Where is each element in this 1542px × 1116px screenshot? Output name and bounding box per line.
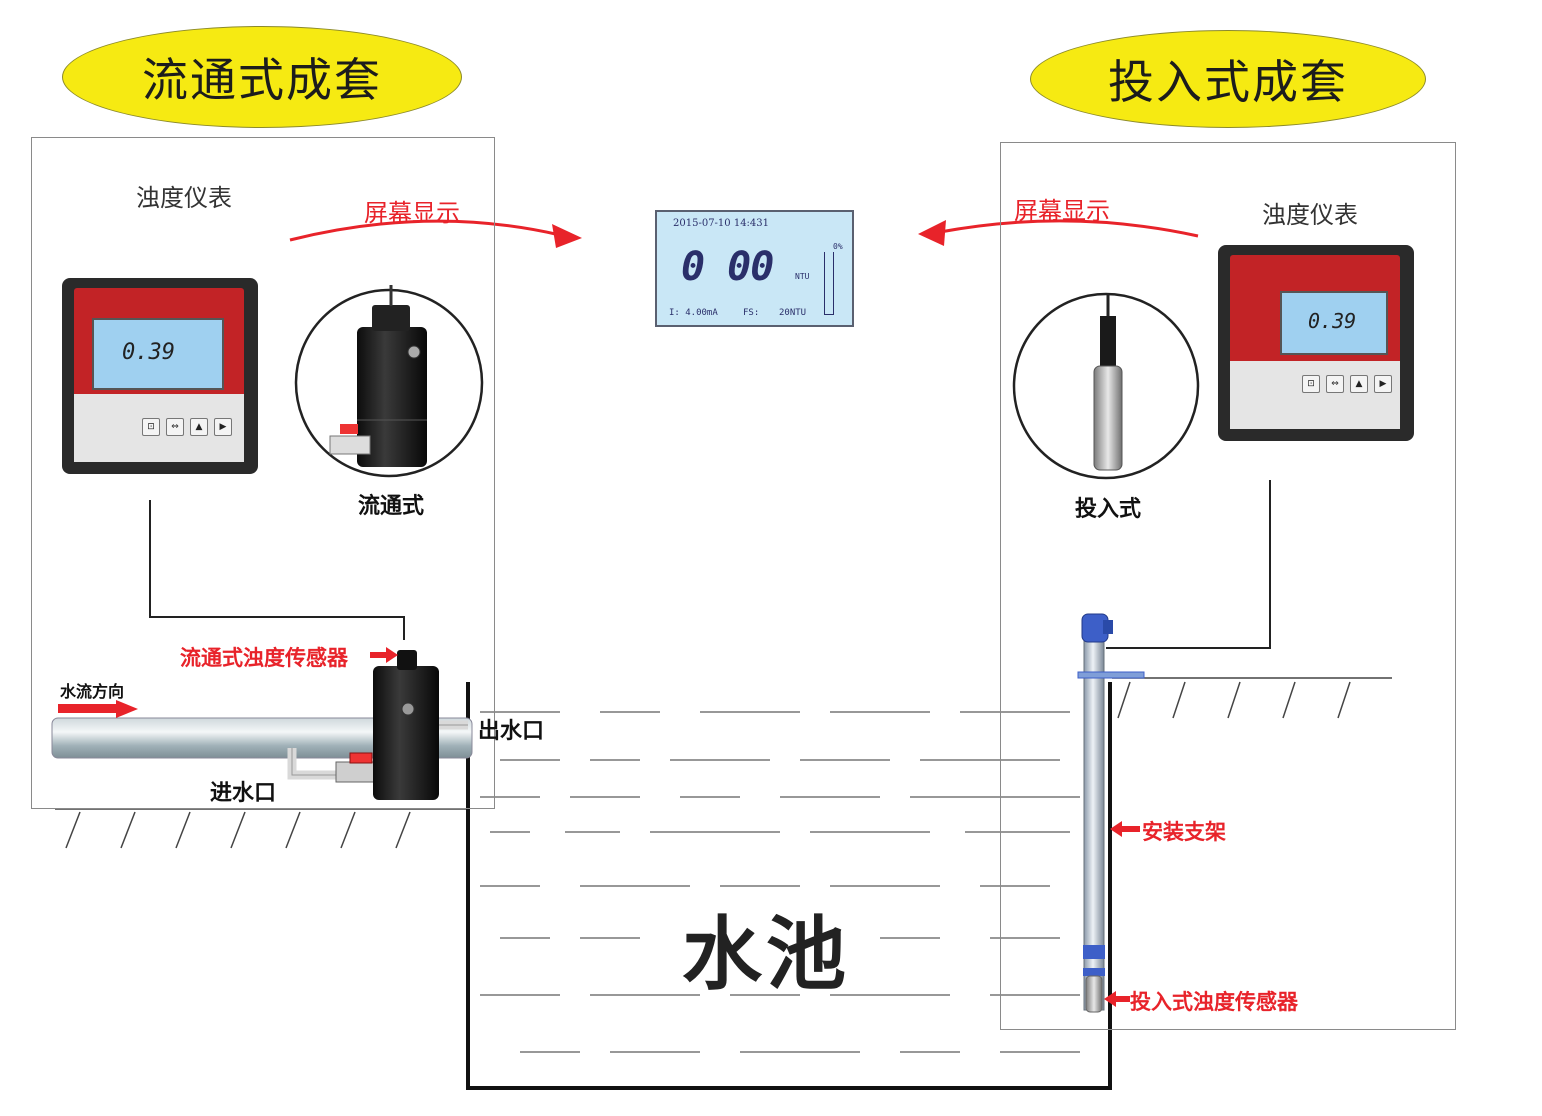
lcd-datetime: 2015-07-10 14:431	[673, 218, 770, 229]
meter-key-3[interactable]: ▲	[190, 418, 208, 436]
lcd-current: I: 4.00mA	[669, 308, 718, 318]
immersion-set-title: 投入式成套	[1030, 30, 1426, 128]
meter-key-2[interactable]: ⇔	[1326, 375, 1344, 393]
right-instrument-label: 浊度仪表	[1262, 201, 1358, 229]
cable-left	[149, 500, 405, 640]
meter-key-2[interactable]: ⇔	[166, 418, 184, 436]
meter-key-1[interactable]: ⊡	[142, 418, 160, 436]
ground-left	[55, 808, 466, 849]
meter-screen: 0.39	[1280, 291, 1388, 355]
water-dashes	[480, 711, 1080, 1053]
flow-set-panel	[31, 137, 495, 809]
ground-right	[1112, 677, 1392, 719]
inlet-label: 进水口	[210, 781, 277, 806]
immersion-sensor-callout: 投入式浊度传感器	[1130, 990, 1298, 1014]
lcd-unit: NTU	[795, 272, 810, 281]
left-screen-label: 屏幕显示	[364, 199, 460, 227]
arrow-left-to-lcd	[289, 219, 561, 242]
meter-screen: 0.39	[92, 318, 224, 390]
meter-key-4[interactable]: ▶	[214, 418, 232, 436]
arrow-right-to-lcd	[939, 219, 1199, 238]
lcd-percent: 0%	[833, 242, 843, 251]
flow-sensor-callout: 流通式浊度传感器	[180, 646, 348, 670]
meter-key-4[interactable]: ▶	[1374, 375, 1392, 393]
main-pipe	[51, 717, 473, 759]
right-turbidity-meter: 0.39 ⊡ ⇔ ▲ ▶	[1218, 245, 1414, 441]
meter-key-1[interactable]: ⊡	[1302, 375, 1320, 393]
left-turbidity-meter: 0.39 ⊡ ⇔ ▲ ▶	[62, 278, 258, 474]
meter-key-3[interactable]: ▲	[1350, 375, 1368, 393]
lcd-range: 20NTU	[779, 308, 807, 318]
flow-type-label: 流通式	[358, 494, 425, 519]
right-screen-label: 屏幕显示	[1014, 197, 1110, 225]
cable-right	[1106, 480, 1271, 649]
left-instrument-label: 浊度仪表	[136, 184, 232, 212]
flow-sensor-body	[373, 666, 439, 800]
outlet-label: 出水口	[478, 719, 545, 744]
immersion-set-panel	[1000, 142, 1456, 1030]
meter-reading: 0.39	[122, 340, 175, 365]
pool-label: 水池	[682, 908, 850, 1001]
lcd-fs-label: FS:	[743, 308, 760, 318]
bracket-callout: 安装支架	[1142, 820, 1226, 844]
flow-direction-label: 水流方向	[60, 682, 125, 701]
lcd-bar-graph	[824, 252, 834, 315]
lcd-reading: 0 00	[681, 244, 774, 290]
pool-wall	[466, 682, 1112, 1090]
meter-reading: 0.39	[1308, 309, 1357, 333]
immersion-type-label: 投入式	[1075, 497, 1142, 522]
lcd-screen-display: 2015-07-10 14:431 0 00 NTU 0% I: 4.00mA …	[655, 210, 854, 327]
meter-keypad-area	[1230, 361, 1400, 429]
flow-set-title: 流通式成套	[62, 26, 462, 128]
